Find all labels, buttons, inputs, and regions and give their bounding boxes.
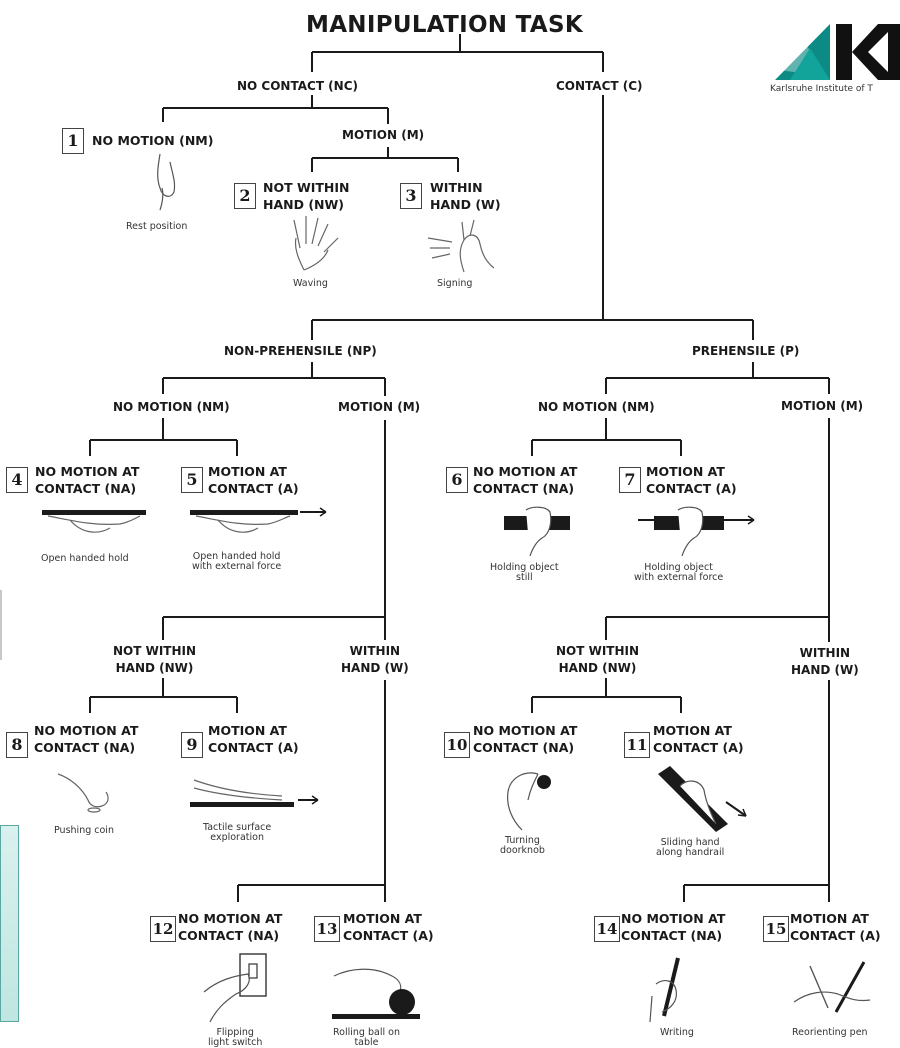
node-number-8: 8	[6, 732, 28, 758]
logo-subtitle: Karlsruhe Institute of T	[770, 84, 873, 94]
diagram-title: MANIPULATION TASK	[306, 12, 583, 38]
node-label-9: MOTION AT CONTACT (A)	[208, 723, 299, 755]
node-number-12: 12	[150, 916, 176, 942]
caption-open-handed-hold-force: Open handed hold with external force	[192, 551, 282, 572]
header-no-contact: NO CONTACT (NC)	[237, 79, 359, 93]
node-label-12: NO MOTION AT CONTACT (NA)	[178, 911, 283, 943]
header-np-no-motion: NO MOTION (NM)	[113, 400, 230, 414]
rolling-ball-illustration	[332, 968, 420, 1019]
caption-rolling-ball: Rolling ball on table	[333, 1027, 400, 1048]
header-p-within-hand: WITHIN HAND (W)	[791, 646, 859, 677]
caption-reorienting-pen: Reorienting pen	[792, 1027, 868, 1038]
caption-writing: Writing	[660, 1027, 694, 1038]
kit-logo	[775, 24, 900, 80]
node-label-15: MOTION AT CONTACT (A)	[790, 911, 881, 943]
node-label-3: WITHIN HAND (W)	[430, 180, 501, 212]
caption-open-handed-hold: Open handed hold	[41, 553, 129, 564]
node-number-2: 2	[234, 183, 256, 209]
node-number-4: 4	[6, 467, 28, 493]
node-number-11: 11	[624, 732, 650, 758]
header-contact: CONTACT (C)	[556, 79, 643, 93]
node-label-4: NO MOTION AT CONTACT (NA)	[35, 464, 140, 496]
node-label-1: NO MOTION (NM)	[92, 133, 214, 148]
header-np-motion: MOTION (M)	[338, 400, 421, 414]
left-edge-panel	[0, 825, 19, 1022]
open-hand-force-illustration	[190, 510, 298, 533]
node-number-3: 3	[400, 183, 422, 209]
caption-holding-object-still: Holding object still	[490, 562, 559, 583]
node-label-11: MOTION AT CONTACT (A)	[653, 723, 744, 755]
header-p-motion: MOTION (M)	[781, 399, 864, 413]
caption-tactile-exploration: Tactile surface exploration	[203, 822, 272, 843]
caption-waving: Waving	[293, 278, 328, 289]
turning-doorknob-illustration	[507, 772, 551, 831]
caption-rest-position: Rest position	[126, 221, 188, 232]
node-label-6: NO MOTION AT CONTACT (NA)	[473, 464, 578, 496]
waving-hand-illustration	[293, 216, 339, 271]
pushing-coin-illustration	[57, 773, 109, 813]
header-non-prehensile: NON-PREHENSILE (NP)	[224, 344, 377, 358]
header-nc-motion: MOTION (M)	[342, 128, 425, 142]
node-label-13: MOTION AT CONTACT (A)	[343, 911, 434, 943]
node-label-7: MOTION AT CONTACT (A)	[646, 464, 737, 496]
node-number-7: 7	[619, 467, 641, 493]
holding-object-force-illustration	[654, 506, 724, 556]
node-number-10: 10	[444, 732, 470, 758]
node-number-5: 5	[181, 467, 203, 493]
writing-illustration	[649, 957, 680, 1023]
node-label-2: NOT WITHIN HAND (NW)	[263, 180, 350, 212]
node-label-10: NO MOTION AT CONTACT (NA)	[473, 723, 578, 755]
header-np-not-within-hand: NOT WITHIN HAND (NW)	[113, 644, 197, 675]
header-prehensile: PREHENSILE (P)	[692, 344, 800, 358]
caption-holding-object-force: Holding object with external force	[634, 562, 724, 583]
node-number-9: 9	[181, 732, 203, 758]
node-label-5: MOTION AT CONTACT (A)	[208, 464, 299, 496]
signing-hand-illustration	[427, 219, 495, 273]
header-p-no-motion: NO MOTION (NM)	[538, 400, 655, 414]
header-np-within-hand: WITHIN HAND (W)	[341, 644, 409, 675]
node-number-14: 14	[594, 916, 620, 942]
caption-sliding-handrail: Sliding hand along handrail	[656, 837, 725, 858]
holding-object-still-illustration	[504, 506, 570, 556]
caption-turning-doorknob: Turning doorknob	[500, 835, 545, 856]
node-number-1: 1	[62, 128, 84, 154]
left-edge-divider	[0, 590, 2, 660]
rest-hand-illustration	[157, 153, 176, 211]
node-number-15: 15	[763, 916, 789, 942]
node-number-6: 6	[446, 467, 468, 493]
open-hand-hold-illustration	[42, 510, 146, 533]
tactile-exploration-illustration	[190, 779, 294, 807]
node-label-8: NO MOTION AT CONTACT (NA)	[34, 723, 139, 755]
header-p-not-within-hand: NOT WITHIN HAND (NW)	[556, 644, 640, 675]
reorienting-pen-illustration	[793, 961, 871, 1013]
caption-signing: Signing	[437, 278, 473, 289]
node-number-13: 13	[314, 916, 340, 942]
caption-flipping-light-switch: Flipping light switch	[208, 1027, 263, 1048]
flipping-light-switch-illustration	[203, 953, 267, 1023]
sliding-handrail-illustration	[658, 766, 747, 832]
caption-pushing-coin: Pushing coin	[54, 825, 114, 836]
node-label-14: NO MOTION AT CONTACT (NA)	[621, 911, 726, 943]
